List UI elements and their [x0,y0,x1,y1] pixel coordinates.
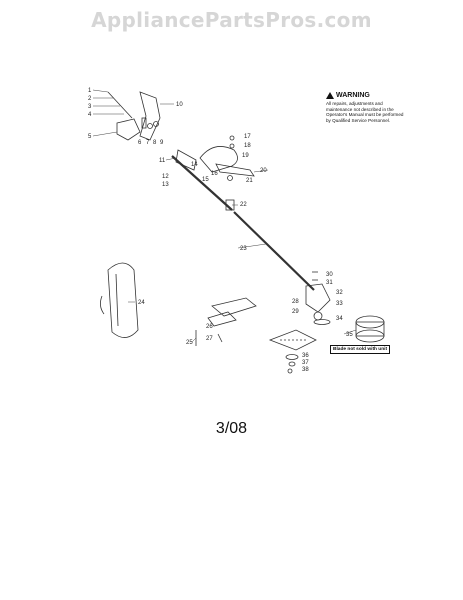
callout-29: 29 [292,309,299,315]
callout-25: 25 [186,340,193,346]
handle-knob [227,175,233,181]
guard-rib [115,273,119,327]
blade-washer [285,354,299,360]
callout-22: 22 [240,202,247,208]
callout-34: 34 [336,316,343,322]
callout-37: 37 [302,360,309,366]
callout-38: 38 [302,367,309,373]
callout-28: 28 [292,299,299,305]
callout-30: 30 [326,272,333,278]
callout-27: 27 [206,336,213,342]
callout-24: 24 [138,300,145,306]
throttle-handle [139,91,161,141]
callout-5: 5 [88,134,92,140]
handle-nut [147,123,153,129]
debris-guard [107,262,139,338]
callout-21: 21 [246,178,253,184]
guard-clamp [100,295,105,315]
callout-35: 35 [346,332,353,338]
warning-heading: WARNING [326,92,406,99]
callout-17: 17 [244,134,251,140]
callout-14: 14 [191,162,198,168]
callout-16: 16 [211,171,218,177]
handle-bracket [215,163,255,177]
callout-13: 13 [162,182,169,188]
blade-retainer [288,361,296,367]
callout-20: 20 [260,168,267,174]
callout-4: 4 [88,112,92,118]
throttle-cable [107,91,133,119]
callout-32: 32 [336,290,343,296]
callout-23: 23 [240,246,247,252]
handle-cover [116,118,141,141]
shaft-coupler [175,149,197,171]
callout-31: 31 [326,280,333,286]
callout-6: 6 [138,140,142,146]
callout-7: 7 [146,140,150,146]
callout-18: 18 [244,143,251,149]
warning-notice: WARNING All repairs, adjustments and mai… [326,92,406,123]
gear-head-nut [313,311,323,321]
warning-body: All repairs, adjustments and maintenance… [326,101,404,123]
harness-strap [211,297,257,317]
harness-clip [217,333,223,343]
callout-12: 12 [162,174,169,180]
warning-triangle-icon [326,92,334,99]
trimmer-head-body [355,321,385,337]
callout-19: 19 [242,153,249,159]
watermark: AppliancePartsPros.com [91,8,372,32]
callout-1: 1 [88,88,92,94]
callout-3: 3 [88,104,92,110]
callout-9: 9 [160,140,164,146]
leader-lines [92,89,357,343]
blade-nut [287,368,293,374]
handle-screw [141,117,147,129]
callout-36: 36 [302,353,309,359]
trimmer-head-bottom [355,329,385,343]
callout-8: 8 [153,140,157,146]
drive-washer [313,319,331,325]
callout-33: 33 [336,301,343,307]
assist-handle [199,146,238,173]
blade [268,329,317,351]
callout-15: 15 [202,177,209,183]
gear-head [305,283,331,313]
callout-11: 11 [159,158,166,164]
callout-10: 10 [176,102,183,108]
callout-labels: 1 2 3 4 5 6 7 8 9 10 11 12 13 14 15 16 1… [88,88,353,373]
callout-2: 2 [88,96,92,102]
blade-note: Blade not sold with unit [330,345,391,354]
handle-bolt [229,135,235,141]
lower-shaft [233,211,315,291]
callout-26: 26 [206,324,213,330]
warning-heading-text: WARNING [336,92,370,99]
harness-pad [207,311,237,327]
handle-spacer [229,143,235,149]
handle-washer [153,121,159,127]
date-code: 3/08 [215,420,248,437]
